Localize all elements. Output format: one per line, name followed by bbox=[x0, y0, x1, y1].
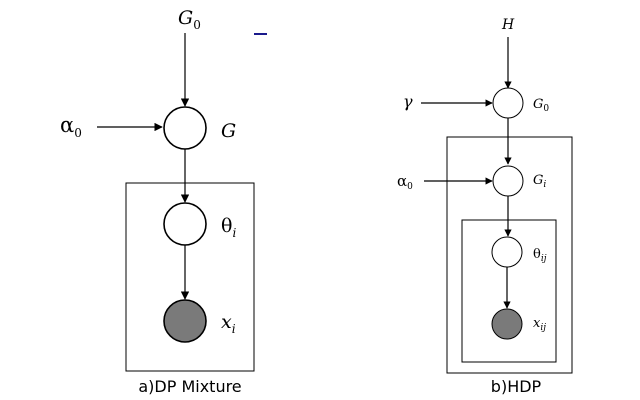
dp-parameter-node bbox=[163, 202, 207, 246]
hdp-parameter-node bbox=[491, 236, 523, 268]
hdp-observation-label: xij bbox=[533, 316, 546, 333]
hdp-group-plate bbox=[446, 136, 573, 374]
hdp-concentration-label: α0 bbox=[397, 172, 413, 192]
hdp-global-measure-node bbox=[492, 87, 524, 119]
hdp-gamma-label: γ bbox=[403, 92, 413, 111]
dp-plate bbox=[125, 182, 255, 372]
hdp-group-measure-label: Gi bbox=[533, 173, 546, 190]
dp-random-measure-node bbox=[163, 106, 207, 150]
hdp-parameter-label: θij bbox=[533, 247, 547, 264]
dp-base-measure-label: G0 bbox=[178, 7, 201, 32]
hdp-caption: b)HDP bbox=[491, 377, 542, 396]
dp-random-measure-label: G bbox=[221, 120, 236, 142]
dp-concentration-label: α0 bbox=[60, 113, 82, 140]
dp-observation-label: xi bbox=[221, 311, 236, 336]
hdp-global-measure-label: G0 bbox=[533, 97, 549, 114]
dp-caption: a)DP Mixture bbox=[138, 377, 241, 396]
dp-mixture-diagram: G0 α0 G θi xi a)DP Mixture bbox=[60, 7, 255, 396]
dp-parameter-label: θi bbox=[221, 215, 236, 240]
hdp-item-plate bbox=[461, 219, 557, 363]
dp-observation-node bbox=[163, 299, 207, 343]
hdp-top-base-label: H bbox=[501, 17, 515, 33]
hdp-observation-node bbox=[491, 308, 523, 340]
hdp-diagram: H γ G0 α0 Gi θij xij b)HDP bbox=[397, 17, 573, 396]
hdp-group-measure-node bbox=[492, 165, 524, 197]
